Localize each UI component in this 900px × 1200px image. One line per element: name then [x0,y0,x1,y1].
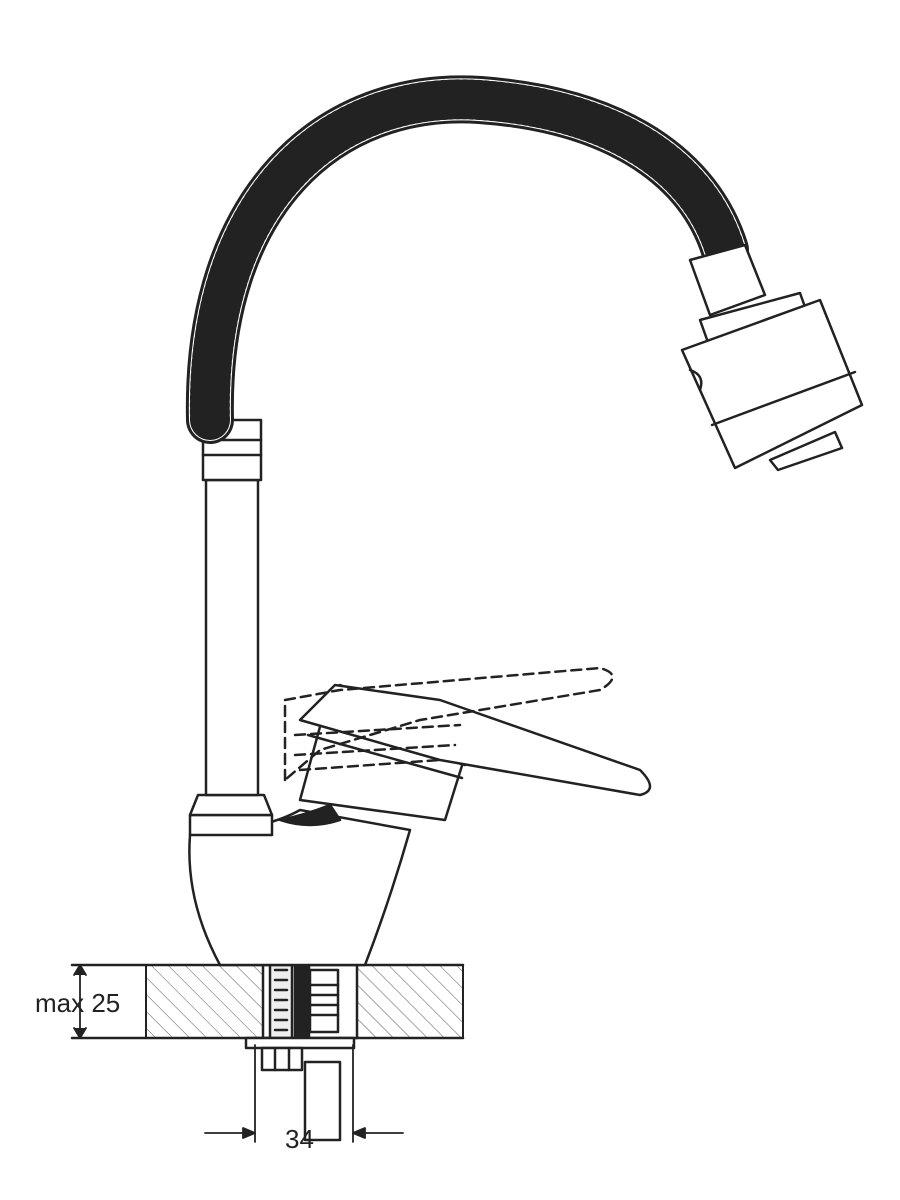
spout-pipe [201,418,263,797]
spray-head [680,243,864,472]
mounting-hole-label: 34 [285,1124,314,1154]
mounting-nut [244,1036,356,1072]
dimension-mounting-hole [204,1044,404,1143]
lever-handle-alt-position [283,666,614,782]
countertop-thickness-label: max 25 [35,988,120,1018]
dimension-countertop-thickness [73,964,87,1039]
supply-hose-fitting [303,968,342,1142]
mixer-body [188,793,412,967]
flexible-spout-hose [185,75,749,444]
lever-handle [278,683,652,827]
